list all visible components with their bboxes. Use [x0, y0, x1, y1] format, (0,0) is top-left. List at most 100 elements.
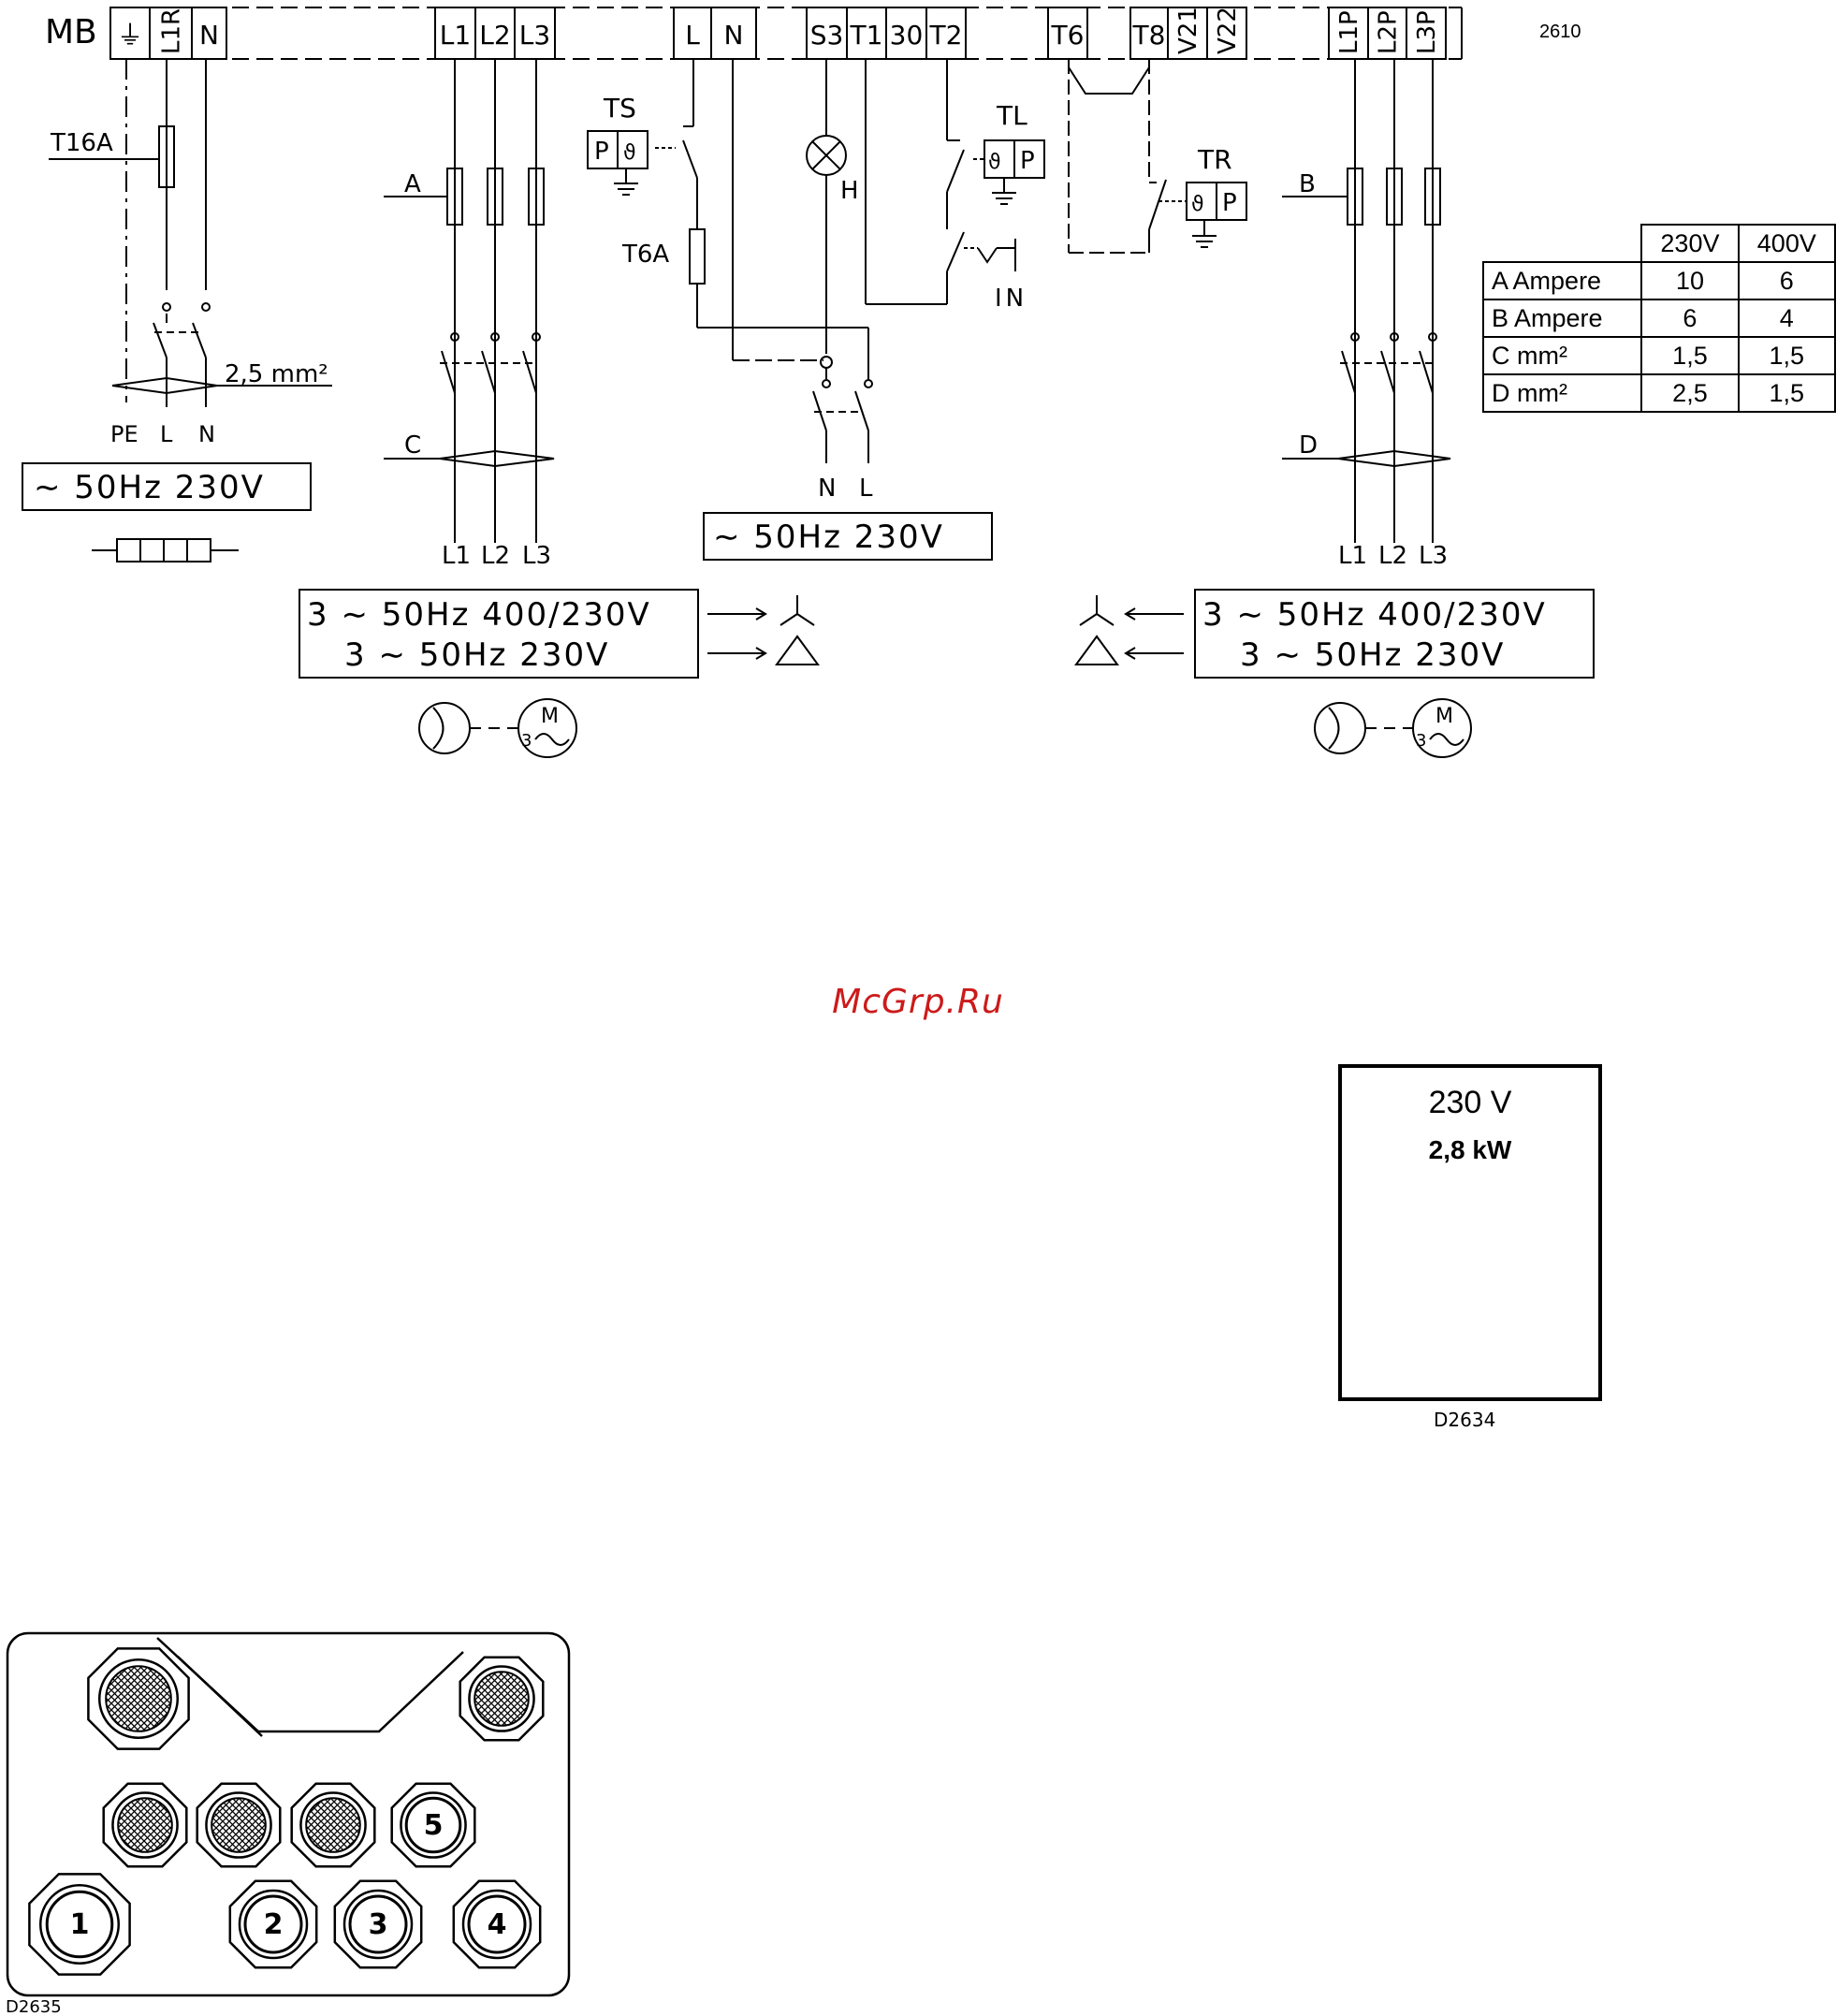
pump-icon [1314, 702, 1366, 754]
terminal-label: S3 [810, 20, 844, 51]
star-connection-icon [1079, 595, 1115, 626]
terminal-label: L [685, 20, 700, 51]
right-pump-circuit: B D L1 L2 L3 3 ∼ 50Hz 400/230V 3 ∼ 50Hz … [1074, 59, 1595, 758]
spec-cell-400v: 6 [1737, 261, 1836, 300]
heater-panel: 230 V 2,8 kW [1338, 1064, 1602, 1401]
spec-cell-230v: 2,5 [1640, 373, 1740, 413]
table-row: A Ampere 10 6 [1481, 261, 1836, 300]
fuse-t16a-label: T16A [50, 129, 113, 157]
terminal-label: T8 [1132, 20, 1166, 51]
terminal-label: L1P [1335, 10, 1363, 54]
fuse-t16a [158, 125, 175, 188]
main-output-l2: L2 [481, 542, 510, 570]
lamp-h-label: H [840, 177, 859, 205]
gland-number: 5 [424, 1809, 444, 1842]
thermostat-tl-label: TL [996, 100, 1027, 131]
gland-number: 2 [264, 1908, 284, 1941]
spec-cell-230v: 1,5 [1640, 336, 1740, 375]
thermostat-tr-label: TR [1197, 144, 1232, 175]
svg-text:ϑ: ϑ [988, 151, 1001, 174]
control-supply-box [703, 512, 993, 561]
conductor-pe-label: PE [110, 421, 138, 447]
cable-marker-d: D [1299, 431, 1318, 460]
right-output-l1: L1 [1338, 542, 1367, 570]
cable-gland-plugged [459, 1656, 545, 1742]
thermostat-ts-p: P [594, 138, 609, 166]
right-output-l2: L2 [1378, 542, 1407, 570]
terminal-label: N [724, 20, 744, 51]
spec-cell-400v: 1,5 [1737, 373, 1836, 413]
spec-header-230v: 230V [1640, 224, 1740, 263]
main-supply-box [299, 589, 699, 679]
watermark: McGrp.Ru [832, 983, 1004, 1021]
terminal-label: L1 [440, 20, 471, 51]
spec-row-label: C mm² [1481, 336, 1643, 375]
fuse-marker-a: A [404, 170, 421, 198]
pump-icon [418, 702, 471, 754]
table-row: B Ampere 6 4 [1481, 299, 1836, 338]
spec-table: 230V 400V A Ampere 10 6 B Ampere 6 4 C m… [1481, 224, 1836, 413]
heater-power: 2,8 kW [1428, 1135, 1512, 1164]
right-supply-line-1: 3 ∼ 50Hz 400/230V [1202, 596, 1547, 634]
terminal-label: V21 [1174, 7, 1202, 54]
terminal-label: L3P [1413, 10, 1441, 54]
cable-gland-numbered: 2 [228, 1879, 318, 1969]
gland-plate-code: D2635 [6, 1997, 62, 2016]
spec-row-label: A Ampere [1481, 261, 1643, 300]
terminal-label: L2 [479, 20, 510, 51]
cable-gland-plugged [87, 1647, 190, 1750]
cable-section-label: 2,5 mm² [225, 360, 328, 388]
cable-gland-plugged [196, 1782, 282, 1868]
thermostat-tr-p: P [1222, 189, 1237, 217]
main-pump-circuit: A C L1 L2 L3 3 ∼ 50Hz 400/230V 3 ∼ 50Hz … [299, 59, 820, 758]
svg-text:ϑ: ϑ [623, 141, 636, 165]
main-supply-line-2: 3 ∼ 50Hz 230V [344, 636, 609, 674]
cable-marker-c: C [404, 431, 421, 460]
terminal-label: L3 [519, 20, 550, 51]
gland-number: 4 [488, 1908, 507, 1941]
terminal-label: T1 [850, 20, 883, 51]
motor-phase: 3 [1416, 731, 1426, 751]
left-supply-box [22, 462, 312, 511]
spec-cell-230v: 6 [1640, 299, 1740, 338]
cable-gland-numbered: 5 [390, 1782, 476, 1868]
delta-connection-icon [1074, 635, 1119, 665]
cable-gland-numbered: 1 [28, 1873, 131, 1976]
terminal-label: 30 [890, 20, 924, 51]
main-supply-line-1: 3 ∼ 50Hz 400/230V [307, 596, 651, 634]
control-output-l: L [859, 475, 873, 503]
heater-voltage: 230 V [1428, 1085, 1512, 1120]
sheet-code: 2610 [1539, 22, 1581, 42]
cable-gland-plugged [102, 1782, 188, 1868]
gland-number: 3 [369, 1908, 388, 1941]
spec-cell-400v: 4 [1737, 299, 1836, 338]
spec-cell-230v: 10 [1640, 261, 1740, 300]
cable-gland-numbered: 3 [333, 1879, 423, 1969]
terminal-label: L1R [158, 8, 186, 54]
spec-table-corner [1483, 225, 1641, 262]
fuse-t6a [689, 228, 706, 285]
terminal-block-label: MB [45, 13, 97, 51]
motor-phase: 3 [521, 731, 532, 751]
thermostat-ts-label: TS [603, 93, 636, 124]
right-supply-box [1194, 589, 1595, 679]
fuse-marker-b: B [1299, 170, 1316, 198]
left-supply-circuit: T16A 2,5 mm² PE L N ∼ 50Hz 230V [22, 59, 332, 562]
cable-gland-plugged [290, 1782, 376, 1868]
thermostat-tl-p: P [1020, 147, 1035, 175]
spec-table-header-row: 230V 400V [1483, 224, 1836, 263]
right-output-l3: L3 [1419, 542, 1448, 570]
heater-code: D2634 [1434, 1409, 1495, 1431]
main-output-l1: L1 [442, 542, 471, 570]
cable-gland-plate: 5 1 2 3 4 [6, 1631, 571, 1997]
star-connection-icon [780, 595, 815, 626]
terminal-label: L2P [1375, 10, 1403, 54]
terminal-label: V22 [1214, 7, 1242, 54]
main-output-l3: L3 [522, 542, 551, 570]
conductor-n-label: N [198, 421, 215, 447]
fuse-t6a-label: T6A [621, 241, 669, 269]
contact-in-label: IN [995, 285, 1027, 313]
left-supply-text: ∼ 50Hz 230V [34, 469, 265, 506]
control-supply-text: ∼ 50Hz 230V [713, 519, 944, 556]
